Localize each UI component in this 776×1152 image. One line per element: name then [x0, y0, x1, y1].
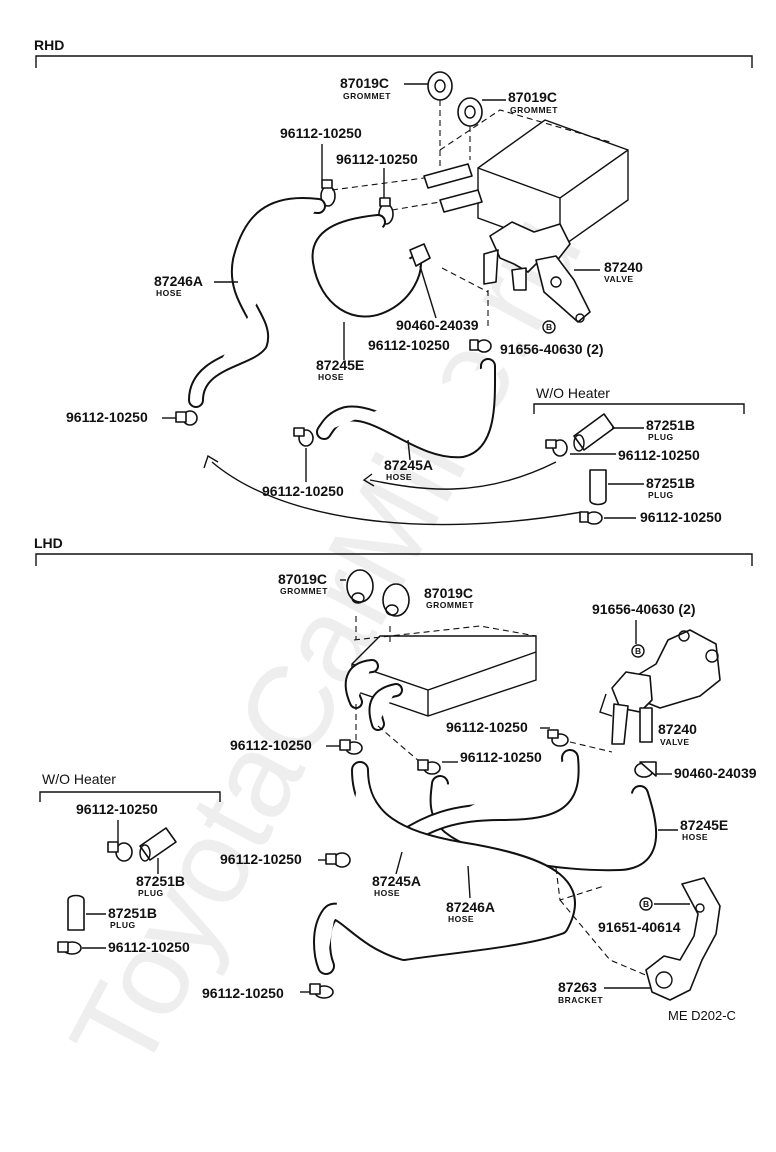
rhd-hose-e-no: 87245E [316, 357, 364, 373]
lhd-plug-1 [139, 827, 177, 862]
lhd-hose-h-no: 87245A [372, 873, 421, 889]
lhd-clamp-c-label: 96112-10250 [460, 749, 542, 765]
lhd-wo-clamp2-label: 96112-10250 [108, 939, 190, 955]
lhd-clamp-icon-e [309, 983, 334, 999]
lhd-bolt-mark: B [635, 646, 642, 656]
rhd-core-pipes [423, 163, 483, 213]
rhd-clip-label: 90460-24039 [396, 317, 479, 333]
lhd-plug2-no: 87251B [108, 905, 157, 921]
lhd-core-pipes [344, 659, 403, 731]
lhd-hose-h-name: HOSE [374, 888, 400, 898]
rhd-clip-icon [409, 243, 431, 267]
lhd-bolt-mark-circle [631, 644, 645, 658]
lhd-plug2-name: PLUG [110, 920, 136, 930]
rhd-plug1-name: PLUG [648, 432, 674, 442]
lhd-wo-heater-label: W/O Heater [42, 771, 116, 787]
lhd-clamp-e-label: 96112-10250 [202, 985, 284, 1001]
lhd-grommet1-no: 87019C [278, 571, 327, 587]
lhd-plug1-name: PLUG [138, 888, 164, 898]
rhd-clamp-e-label: 96112-10250 [262, 483, 344, 499]
lhd-clamp-icon-b [339, 739, 363, 755]
lhd-grommet1-name: GROMMET [280, 586, 328, 596]
lhd-valve-name: VALVE [660, 737, 690, 747]
lhd-bracket [645, 877, 721, 1001]
rhd-grommet2-no: 87019C [508, 89, 557, 105]
lhd-clip-icon [634, 761, 657, 778]
lhd-clamp-icon-d [325, 852, 351, 868]
rhd-plug1-no: 87251B [646, 417, 695, 433]
lhd-hose-e-no: 87245E [680, 817, 728, 833]
rhd-grommet2-name: GROMMET [510, 105, 558, 115]
rhd-section-label: RHD [34, 37, 64, 53]
rhd-bolt-mark: B [546, 322, 553, 332]
lhd-grommet-1 [346, 569, 374, 604]
lhd-valve-no: 87240 [658, 721, 697, 737]
lhd-plug-2 [67, 894, 85, 931]
lhd-clamp-b-label: 96112-10250 [230, 737, 312, 753]
lhd-bolt2-label: 91651-40614 [598, 919, 681, 935]
rhd-plug2-no: 87251B [646, 475, 695, 491]
lhd-wo-clamp1-label: 96112-10250 [76, 801, 158, 817]
rhd-bolt-mark-circle [542, 320, 556, 334]
lhd-clamp-a-label: 96112-10250 [446, 719, 528, 735]
rhd-grommet-1 [427, 71, 453, 101]
lhd-bolt2-mark: B [643, 899, 650, 909]
lhd-clamp-d-label: 96112-10250 [220, 851, 302, 867]
lhd-wo-clamp-icon-2 [57, 941, 82, 955]
rhd-clamp-f-label: 96112-10250 [618, 447, 700, 463]
rhd-flow-arrow-2 [211, 461, 583, 526]
rhd-hose-a-no: 87246A [154, 273, 203, 289]
rhd-bolt-label: 91656-40630 (2) [500, 341, 604, 357]
rhd-clamp-a-label: 96112-10250 [280, 125, 362, 141]
rhd-plug-1 [573, 413, 615, 452]
rhd-clamp-icon-c [469, 339, 492, 353]
rhd-clamp-icon-e [293, 427, 314, 447]
rhd-section-bracket [35, 55, 753, 68]
lhd-valve [599, 629, 721, 745]
rhd-plug2-name: PLUG [648, 490, 674, 500]
rhd-clamp-d-label: 96112-10250 [66, 409, 148, 425]
rhd-clamp-icon-d [175, 410, 198, 426]
lhd-section-label: LHD [34, 535, 63, 551]
rhd-valve-no: 87240 [604, 259, 643, 275]
lhd-wo-clamp-icon-1 [107, 841, 133, 862]
lhd-grommet2-no: 87019C [424, 585, 473, 601]
lhd-hose-e-name: HOSE [682, 832, 708, 842]
rhd-heater-core [439, 109, 629, 249]
rhd-clamp-icon-g [579, 511, 603, 525]
rhd-valve [483, 221, 591, 323]
lhd-bolt-label: 91656-40630 (2) [592, 601, 696, 617]
rhd-clamp-c-label: 96112-10250 [368, 337, 450, 353]
rhd-flow-arrow-1 [369, 461, 557, 490]
rhd-valve-name: VALVE [604, 274, 634, 284]
lhd-bracket-name: BRACKET [558, 995, 603, 1005]
lhd-clip-label: 90460-24039 [674, 765, 757, 781]
lhd-grommet2-name: GROMMET [426, 600, 474, 610]
lhd-bolt2-mark-circle [639, 897, 653, 911]
lhd-section-bracket [35, 553, 753, 566]
rhd-hose-e-name: HOSE [318, 372, 344, 382]
lhd-bracket-no: 87263 [558, 979, 597, 995]
rhd-hose-h-name: HOSE [386, 472, 412, 482]
lhd-grommet-2 [382, 583, 410, 617]
lhd-plug1-no: 87251B [136, 873, 185, 889]
lhd-clamp-icon-c [417, 759, 441, 775]
rhd-clamp-icon-f [545, 439, 568, 457]
lhd-hose-a-name: HOSE [448, 914, 474, 924]
rhd-plug-2 [589, 469, 607, 506]
drawing-code: ME D202-C [668, 1008, 736, 1023]
rhd-grommet1-no: 87019C [340, 75, 389, 91]
rhd-grommet-2 [457, 97, 483, 127]
rhd-hose-h-no: 87245A [384, 457, 433, 473]
rhd-wo-heater-label: W/O Heater [536, 385, 610, 401]
rhd-grommet1-name: GROMMET [343, 91, 391, 101]
rhd-clamp-g-label: 96112-10250 [640, 509, 722, 525]
rhd-clamp-b-label: 96112-10250 [336, 151, 418, 167]
rhd-clamp-icon-a [320, 179, 336, 207]
lhd-clamp-icon-a [547, 729, 569, 747]
lhd-hose-a-no: 87246A [446, 899, 495, 915]
rhd-hose-a-name: HOSE [156, 288, 182, 298]
